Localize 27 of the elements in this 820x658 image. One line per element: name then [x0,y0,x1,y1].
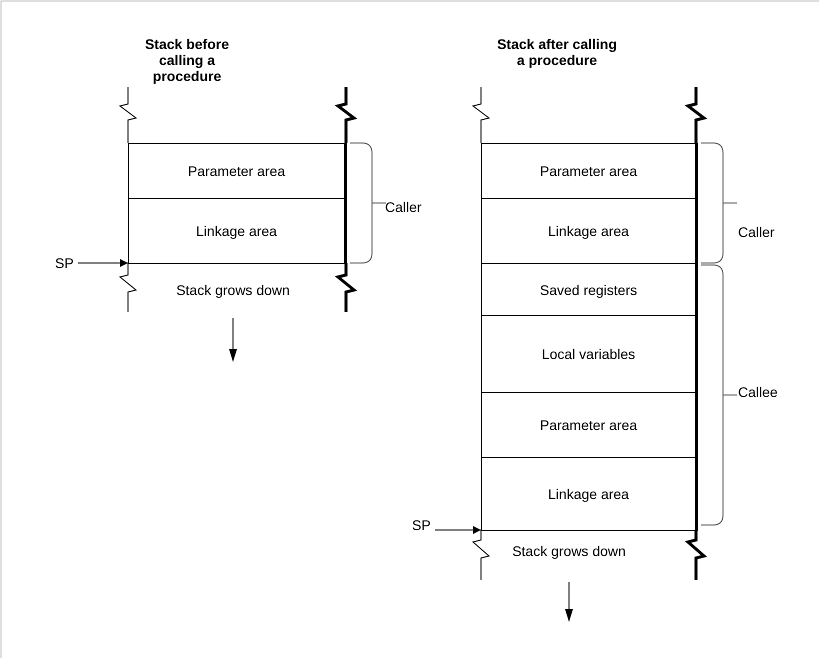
stack-frame-area [481,198,698,264]
area-label: Local variables [542,346,636,362]
stack-frame-area [481,263,698,316]
arrow [434,526,482,534]
stack-frame-area [128,143,347,199]
area-label: Parameter area [540,163,638,179]
stack-frame-area [481,457,698,531]
stack-frame-area [128,198,347,264]
bracket-label: Caller [738,224,776,240]
growth-note: Stack grows down [175,282,291,298]
pointer-label: SP [412,517,431,533]
stack-frame-area [481,143,698,199]
area-label: Linkage area [196,223,277,239]
stack-frame-area [481,392,698,458]
bracket-label: Caller [385,199,423,215]
arrow [78,259,128,267]
area-label: Saved registers [540,282,638,298]
stack-heading: Stack before calling a procedure [144,36,230,84]
pointer-label: SP [55,255,74,271]
stack-heading: Stack after calling a procedure [497,36,617,68]
area-label: Linkage area [548,486,629,502]
bracket-label: Callee [738,384,779,400]
growth-note: Stack grows down [511,543,627,559]
area-label: Parameter area [540,417,638,433]
stack-frame-area [481,315,698,393]
area-label: Parameter area [188,163,286,179]
area-label: Linkage area [548,223,629,239]
